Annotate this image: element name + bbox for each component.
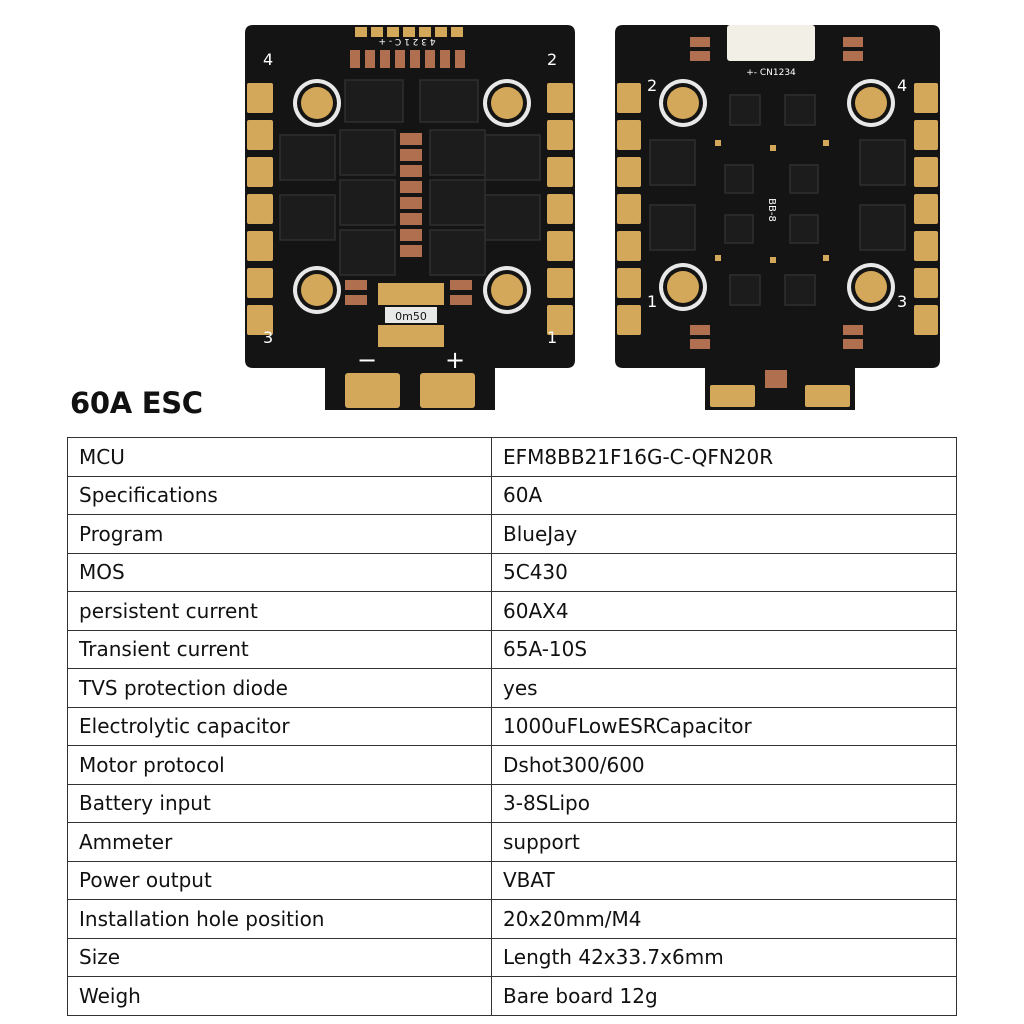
spec-key-cell: Electrolytic capacitor	[67, 706, 492, 746]
spec-value-cell: Bare board 12g	[491, 976, 957, 1016]
back-corner-label-br: 3	[897, 292, 907, 311]
front-power-plus-label: +	[445, 346, 465, 374]
spec-value-cell: 60A	[491, 475, 957, 515]
spec-key-cell: Installation hole position	[67, 899, 492, 939]
spec-key-cell: TVS protection diode	[67, 668, 492, 708]
back-chip-label: BB-8	[766, 198, 777, 222]
spec-value-cell: 3-8SLipo	[491, 783, 957, 823]
spec-key-cell: Ammeter	[67, 822, 492, 862]
spec-value-cell: support	[491, 822, 957, 862]
spec-key-cell: persistent current	[67, 591, 492, 631]
front-corner-label-tl: 4	[263, 50, 273, 69]
spec-value-cell: 65A-10S	[491, 629, 957, 669]
spec-value-cell: VBAT	[491, 860, 957, 900]
product-photos: 4 2 3 1 − + 4 3 2 1 C - + 0m50	[0, 0, 1024, 415]
spec-value-cell: EFM8BB21F16G-C-QFN20R	[491, 437, 957, 477]
spec-key-cell: Battery input	[67, 783, 492, 823]
front-corner-label-br: 1	[547, 328, 557, 347]
back-corner-label-tr: 4	[897, 76, 907, 95]
spec-key-cell: Program	[67, 514, 492, 554]
spec-key-cell: Power output	[67, 860, 492, 900]
spec-key-cell: MCU	[67, 437, 492, 477]
spec-value-cell: 1000uFLowESRCapacitor	[491, 706, 957, 746]
spec-value-cell: yes	[491, 668, 957, 708]
spec-value-cell: 20x20mm/M4	[491, 899, 957, 939]
front-corner-label-tr: 2	[547, 50, 557, 69]
esc-back-board-image: 2 4 1 3 +- CN1234 BB-8	[615, 25, 940, 410]
spec-key-cell: Transient current	[67, 629, 492, 669]
spec-key-cell: MOS	[67, 552, 492, 592]
esc-front-board-image: 4 2 3 1 − + 4 3 2 1 C - + 0m50	[245, 25, 575, 410]
spec-key-cell: Size	[67, 937, 492, 977]
spec-value-cell: BlueJay	[491, 514, 957, 554]
back-corner-label-tl: 2	[647, 76, 657, 95]
spec-value-cell: 5C430	[491, 552, 957, 592]
front-corner-label-bl: 3	[263, 328, 273, 347]
spec-key-cell: Weigh	[67, 976, 492, 1016]
spec-value-cell: Length 42x33.7x6mm	[491, 937, 957, 977]
back-connector-label: +- CN1234	[746, 68, 796, 78]
front-shunt-text: 0m50	[395, 310, 427, 323]
spec-key-cell: Specifications	[67, 475, 492, 515]
product-title: 60A ESC	[70, 386, 203, 420]
spec-value-cell: Dshot300/600	[491, 745, 957, 785]
back-corner-label-bl: 1	[647, 292, 657, 311]
front-power-minus-label: −	[357, 346, 377, 374]
front-header-pin-labels: 4 3 2 1 C - +	[378, 36, 435, 46]
spec-value-cell: 60AX4	[491, 591, 957, 631]
spec-key-cell: Motor protocol	[67, 745, 492, 785]
